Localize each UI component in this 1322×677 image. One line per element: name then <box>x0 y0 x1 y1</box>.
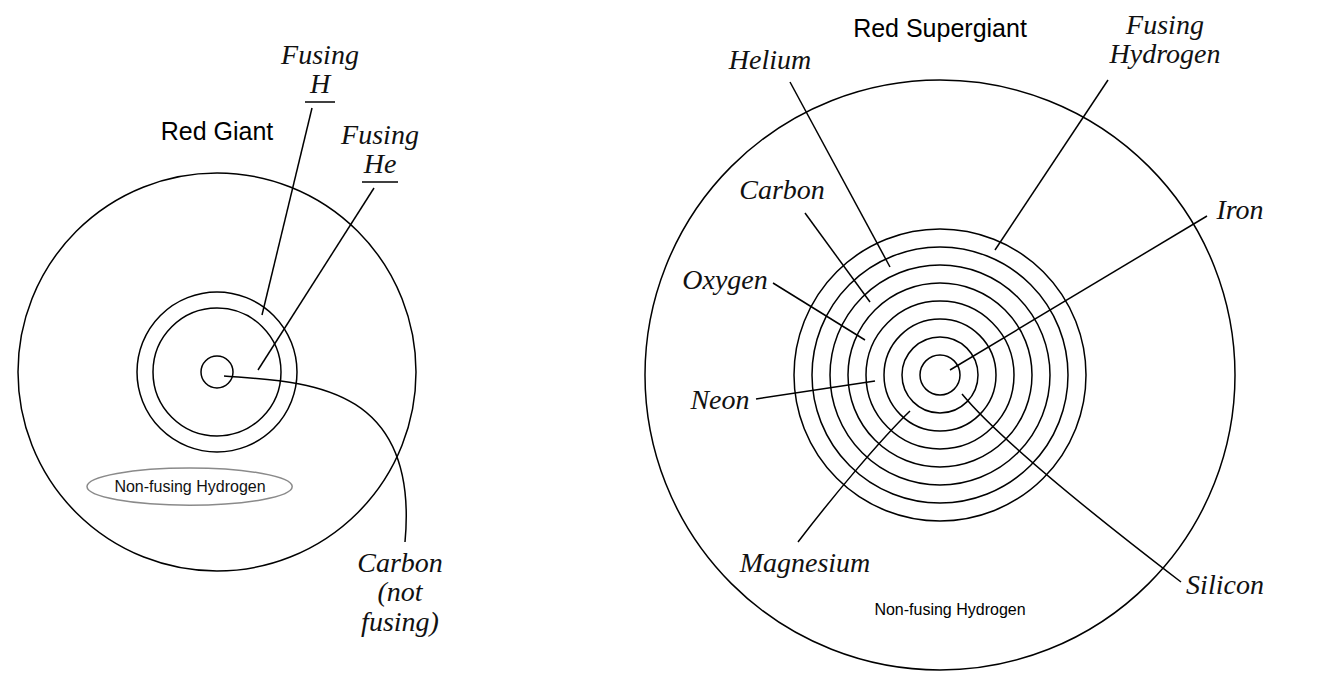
core-ring <box>201 356 233 388</box>
layer-label: Fusing Hydrogen <box>1090 10 1240 69</box>
shell-ring <box>830 265 1050 485</box>
layer-label: Iron <box>1205 195 1275 224</box>
layer-label: Oxygen <box>670 265 780 294</box>
layer-label: Fusing H <box>275 40 365 99</box>
leader-line <box>950 216 1207 370</box>
leader-line <box>258 188 374 370</box>
leader-line <box>995 80 1108 250</box>
layer-label: Fusing He <box>335 120 425 179</box>
underline <box>305 101 335 103</box>
leader-line <box>798 411 910 542</box>
star-outline: Red GiantNon-fusing Hydrogen <box>17 172 417 572</box>
leader-line <box>962 394 1181 582</box>
leader-line <box>756 381 875 399</box>
region-label: Non-fusing Hydrogen <box>114 477 265 496</box>
star-outline-circle <box>645 80 1235 670</box>
shell-ring <box>137 292 297 452</box>
core-ring <box>920 355 960 395</box>
underline <box>362 181 398 183</box>
star-outline-shape <box>644 79 1236 671</box>
layer-label: Carbon (not fusing) <box>350 548 450 636</box>
star-outline: Red SupergiantNon-fusing Hydrogen <box>644 79 1236 671</box>
star-outline-shape <box>17 172 417 572</box>
layer-label: Neon <box>670 385 770 414</box>
leader-line <box>805 213 870 302</box>
leader-line <box>773 283 865 340</box>
layer-label: Magnesium <box>730 548 880 577</box>
shell-ring <box>848 283 1032 467</box>
shell-ring <box>866 301 1014 449</box>
layer-label: Helium <box>700 45 840 74</box>
shell-ring <box>153 308 281 436</box>
shell-ring <box>884 319 996 431</box>
star-outline-circle <box>18 173 416 571</box>
layer-label: Carbon <box>727 175 837 204</box>
region-label: Non-fusing Hydrogen <box>874 600 1025 619</box>
shell-ring <box>794 229 1086 521</box>
shell-ring <box>902 337 978 413</box>
region-oval-ellipse <box>87 468 292 505</box>
region-oval: Non-fusing Hydrogen <box>86 467 293 506</box>
leader-line <box>224 376 406 542</box>
shell-ring <box>812 247 1068 503</box>
layer-label: Silicon <box>1165 570 1285 599</box>
